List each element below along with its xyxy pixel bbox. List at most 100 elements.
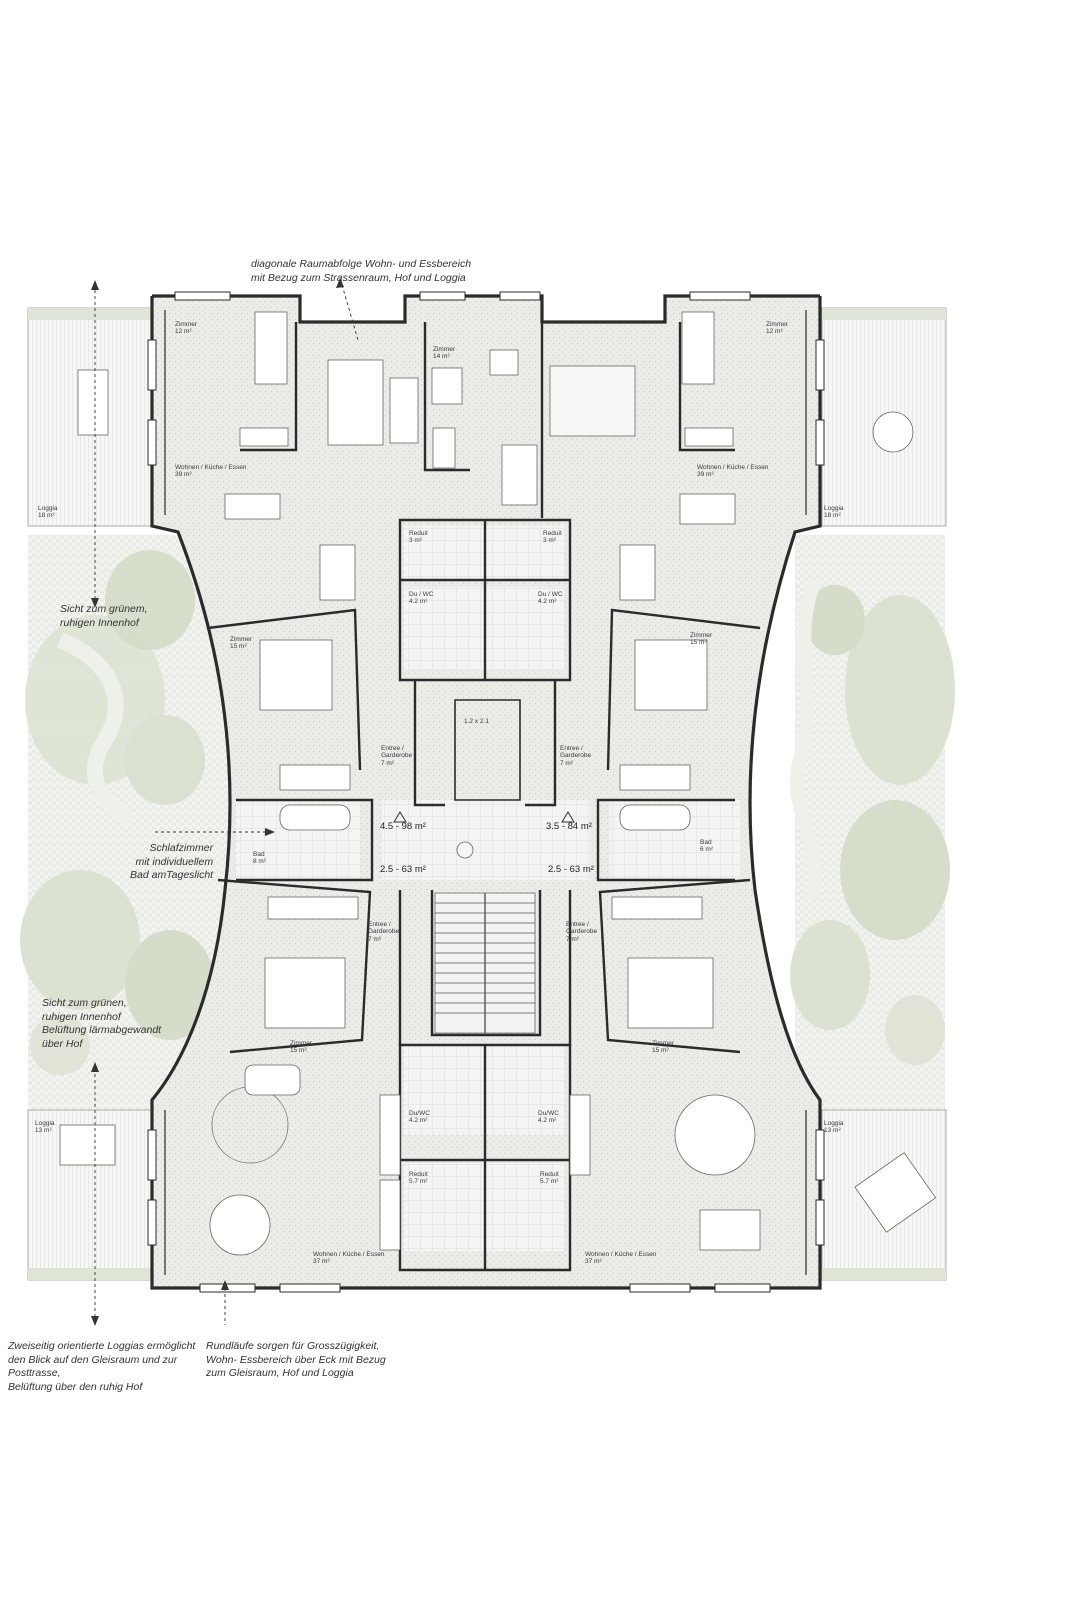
courtyard-right — [789, 535, 955, 1110]
annotation-left-upper: Sicht zum grünem, ruhigen Innenhof — [60, 603, 148, 630]
room-name: Wohnen / Küche / Essen — [697, 464, 769, 471]
room-area: 39 m² — [175, 471, 192, 479]
room-area: 12 m² — [175, 328, 192, 336]
room-area: 5.7 m² — [409, 1178, 428, 1186]
annotation-line: zum Gleisraum, Hof und Loggia — [206, 1367, 354, 1380]
room-name: Reduit — [543, 530, 562, 537]
room-area: 4.2 m² — [409, 1117, 428, 1125]
room-area: 3 m² — [409, 537, 422, 545]
annotation-line: Schlafzimmer — [149, 842, 214, 854]
room-name: Du / WC — [538, 591, 563, 598]
annotation-line: ruhigen Innenhof — [60, 616, 139, 629]
room-area: 4.2 m² — [538, 1117, 557, 1125]
walls — [150, 294, 822, 1290]
room-area: 5.7 m² — [540, 1178, 559, 1186]
annotation-line: Zweiseitig orientierte Loggias ermöglich… — [8, 1340, 196, 1352]
room-name: Wohnen / Küche / Essen — [313, 1251, 385, 1258]
room-name: Zimmer — [690, 632, 713, 639]
room-area: 18 m² — [38, 512, 55, 520]
windows — [147, 291, 825, 1293]
arrow-heads — [91, 278, 344, 1326]
room-name: Zimmer — [230, 636, 253, 643]
room-name: Du/WC — [409, 1110, 430, 1117]
room-name: Bad — [700, 839, 712, 846]
room-area: 15 m² — [290, 1047, 307, 1055]
room-area: 7 m² — [566, 935, 579, 943]
annotation-bottom-right: Rundläufe sorgen für Grosszügigkeit, Woh… — [206, 1340, 386, 1381]
annotation-line: Belüftung über den ruhig Hof — [8, 1380, 143, 1393]
room-name: Loggia — [35, 1120, 55, 1127]
room-area: 39 m² — [697, 471, 714, 479]
annotation-top: diagonale Raumabfolge Wohn- und Essberei… — [251, 258, 471, 285]
unit-label: 2.5 - 63 m² — [380, 864, 426, 875]
annotation-line: diagonale Raumabfolge Wohn- und Essberei… — [251, 258, 472, 270]
room-label-lift: 1.2 x 2.1 — [464, 718, 489, 725]
room-area: 7 m² — [368, 935, 381, 943]
room-area: 15 m² — [652, 1047, 669, 1055]
room-name: Reduit — [409, 530, 428, 537]
room-name: Zimmer — [652, 1040, 675, 1047]
room-area: 7 m² — [381, 759, 394, 767]
room-name: Loggia — [824, 1120, 844, 1127]
room-area: 15 m² — [230, 643, 247, 651]
annotation-line: ruhigen Innenhof — [42, 1010, 121, 1023]
room-name: Zimmer — [766, 321, 789, 328]
room-area: 4.2 m² — [409, 598, 428, 606]
annotation-line: Rundläufe sorgen für Grosszügigkeit, — [206, 1340, 380, 1352]
room-area: 7 m² — [560, 759, 573, 767]
room-name: Wohnen / Küche / Essen — [175, 464, 247, 471]
annotation-arrows — [94, 284, 359, 1325]
room-name: Zimmer — [175, 321, 198, 328]
unit-label: 4.5 - 98 m² — [380, 821, 426, 832]
unit-label: 2.5 - 63 m² — [548, 864, 594, 875]
room-area: 4.2 m² — [538, 598, 557, 606]
room-name-2: Garderobe — [566, 928, 598, 936]
annotation-bottom-left: Zweiseitig orientierte Loggias ermöglich… — [8, 1340, 195, 1395]
annotation-line: Sicht zum grünem, — [60, 603, 148, 615]
room-name: Entree / — [368, 921, 391, 928]
annotation-line: Belüftung lärmabgewandt — [42, 1024, 162, 1037]
room-name-2: Garderobe — [381, 752, 413, 760]
room-area: 13 m² — [35, 1127, 52, 1135]
room-name: Entree / — [560, 745, 583, 752]
annotation-line: mit individuellem — [135, 855, 214, 868]
room-name: Du / WC — [409, 591, 434, 598]
annotation-line: mit Bezug zum Strassenraum, Hof und Logg… — [251, 271, 466, 284]
room-area: 3 m² — [543, 537, 556, 545]
stair — [434, 892, 536, 1034]
room-name: Reduit — [540, 1171, 559, 1178]
room-name: Loggia — [824, 505, 844, 512]
room-name: Reduit — [409, 1171, 428, 1178]
annotation-line: Wohn- Essbereich über Eck mit Bezug — [206, 1353, 386, 1366]
room-area: 6 m² — [700, 846, 713, 854]
room-name: Zimmer — [290, 1040, 313, 1047]
room-area: 37 m² — [313, 1258, 330, 1266]
room-name-2: Garderobe — [560, 752, 592, 760]
room-name-2: Garderobe — [368, 928, 400, 936]
room-area: 8 m² — [253, 858, 266, 866]
room-name: Du/WC — [538, 1110, 559, 1117]
annotation-line: den Blick auf den Gleisraum und zur — [8, 1353, 178, 1366]
room-name: Entree / — [566, 921, 589, 928]
